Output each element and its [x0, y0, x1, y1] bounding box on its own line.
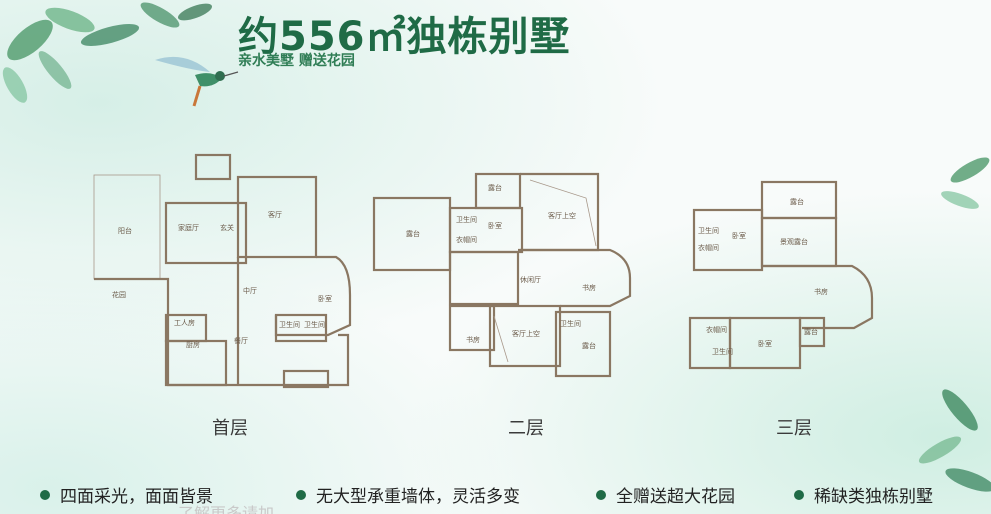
room-label: 工人房 — [174, 318, 195, 327]
feature-item: 全赠送超大花园 — [596, 482, 735, 507]
room-label: 书房 — [582, 283, 596, 292]
room-label: 卧室 — [758, 339, 772, 348]
room-label: 卫生间 — [456, 215, 477, 224]
page-subtitle: 亲水美墅 赠送花园 — [238, 53, 355, 69]
room-label: 卧室 — [318, 294, 332, 303]
room-label: 卫生间 — [712, 347, 733, 356]
floor-plan-2: 露台 卫生间 卧室 客厅上空 衣帽间 露台 休闲厅 书房 书房 客厅上空 卫生间… — [370, 150, 640, 399]
room-label: 卫生间 — [304, 320, 325, 329]
room-label: 卧室 — [732, 231, 746, 240]
room-label: 景观露台 — [780, 237, 808, 246]
room-label: 餐厅 — [234, 336, 248, 345]
bullet-icon — [40, 490, 50, 500]
room-label: 书房 — [814, 287, 828, 296]
room-label: 露台 — [406, 229, 420, 238]
feature-item: 四面采光，面面皆景 — [40, 482, 213, 507]
room-label: 阳台 — [118, 226, 132, 235]
room-label: 客厅 — [268, 210, 282, 219]
footer-ghost-text: 了解更多请加 — [178, 504, 275, 514]
room-label: 中厅 — [243, 286, 257, 295]
room-label: 露台 — [790, 197, 804, 206]
room-label: 厨房 — [186, 340, 200, 349]
floor-label-2: 二层 — [508, 418, 544, 439]
room-label: 书房 — [466, 335, 480, 344]
floor-plan-3: 露台 卫生间 卧室 景观露台 衣帽间 书房 衣帽间 卫生间 卧室 露台 — [672, 178, 882, 382]
room-label: 露台 — [804, 327, 818, 336]
room-label: 家庭厅 — [178, 223, 199, 232]
room-label: 卫生间 — [560, 319, 581, 328]
room-label: 衣帽间 — [456, 235, 477, 244]
room-label: 玄关 — [220, 223, 234, 232]
leaf-decoration-bottom-right — [918, 389, 991, 492]
hummingbird-illustration — [155, 56, 239, 107]
floor-plan-1: 阳台 家庭厅 玄关 客厅 花园 工人房 中厅 卧室 厨房 餐厅 卫生间 卫生间 — [88, 153, 358, 399]
room-label: 卫生间 — [279, 320, 300, 329]
room-label: 衣帽间 — [706, 325, 727, 334]
bullet-icon — [596, 490, 606, 500]
floor-label-1: 首层 — [212, 418, 248, 439]
page-title: 约556㎡独栋别墅 — [238, 14, 571, 60]
feature-list: 四面采光，面面皆景 无大型承重墙体，灵活多变 全赠送超大花园 稀缺类独栋别墅 — [40, 482, 980, 510]
room-label: 露台 — [582, 341, 596, 350]
feature-item: 无大型承重墙体，灵活多变 — [296, 482, 520, 507]
leaf-decoration-right — [941, 157, 990, 209]
leaf-decoration-top-left — [2, 2, 213, 103]
room-label: 休闲厅 — [520, 275, 541, 284]
room-label: 卫生间 — [698, 226, 719, 235]
room-label: 卧室 — [488, 221, 502, 230]
room-label: 衣帽间 — [698, 243, 719, 252]
room-label: 花园 — [112, 290, 126, 299]
room-label: 露台 — [488, 183, 502, 192]
bullet-icon — [296, 490, 306, 500]
feature-item: 稀缺类独栋别墅 — [794, 482, 933, 507]
room-label: 客厅上空 — [548, 211, 576, 220]
room-label: 客厅上空 — [512, 329, 540, 338]
bullet-icon — [794, 490, 804, 500]
floor-label-3: 三层 — [776, 418, 812, 439]
